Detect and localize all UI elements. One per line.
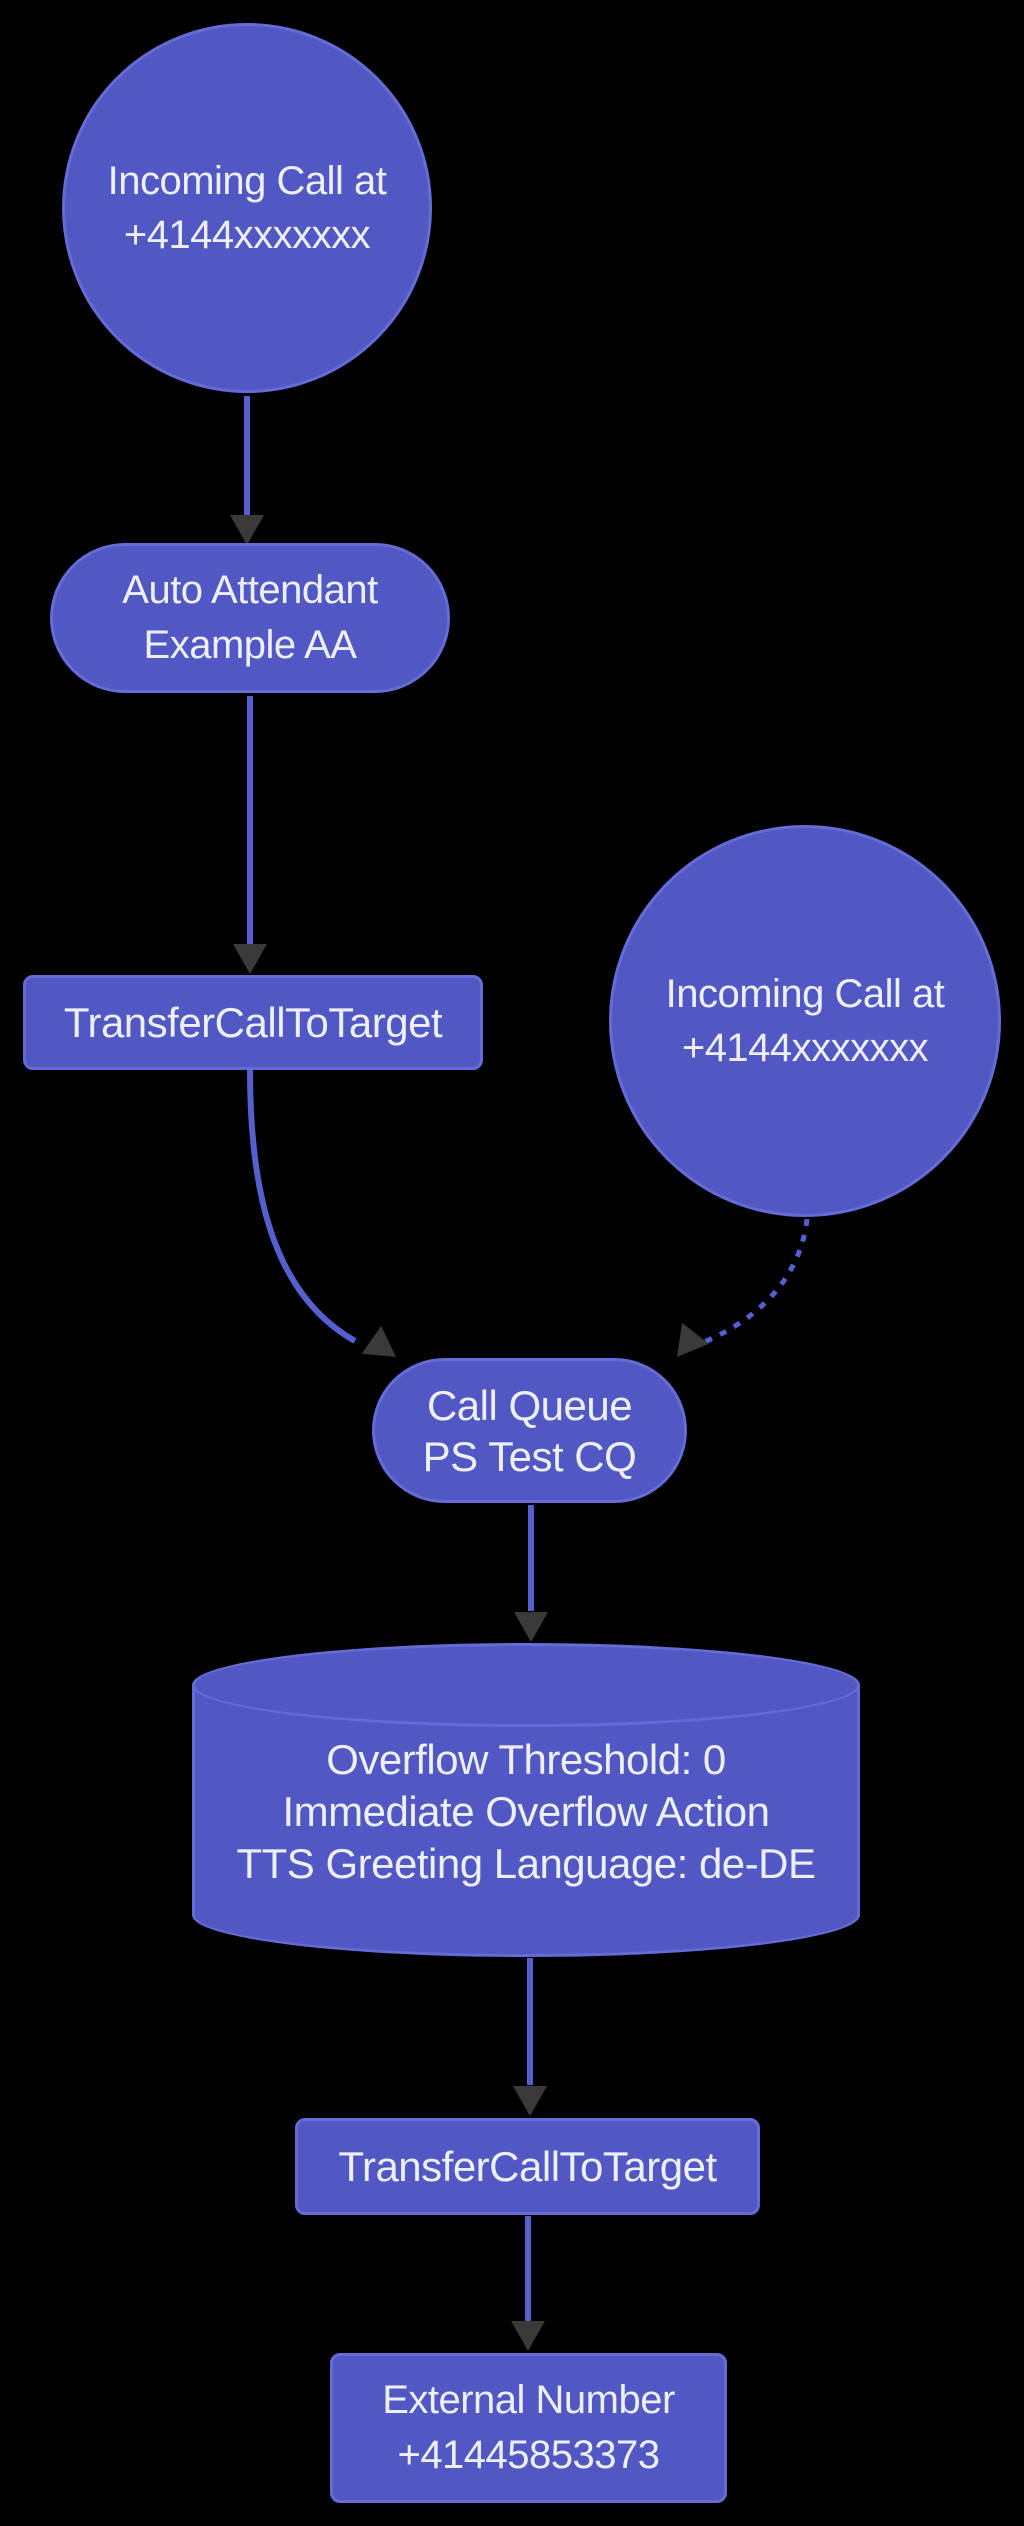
node-call-queue: Call Queue PS Test CQ [372, 1358, 687, 1503]
edge-call-queue-to-overflow-db [514, 1505, 548, 1642]
arrowhead-icon [514, 1612, 548, 1642]
node-label-line: Call Queue [426, 1381, 633, 1429]
node-label-line: Incoming Call at [665, 972, 945, 1016]
node-label-line: +4144xxxxxxx [681, 1026, 929, 1070]
cylinder-top [192, 1643, 860, 1727]
node-label-line: External Number [382, 2378, 675, 2422]
cylinder-label: Overflow Threshold: 0 Immediate Overflow… [192, 1734, 860, 1890]
arrowhead-icon [230, 515, 264, 545]
edge-transfer2-to-external-number [511, 2216, 545, 2351]
arrowhead-icon [361, 1325, 396, 1357]
edge-overflow-db-to-transfer2 [513, 1958, 547, 2116]
node-transfer-call-to-target-1: TransferCallToTarget [23, 975, 483, 1070]
edge-incoming2-to-call-queue-dotted [677, 1218, 810, 1357]
node-auto-attendant: Auto Attendant Example AA [50, 543, 450, 693]
arrowhead-icon [513, 2086, 547, 2116]
node-label-line: TTS Greeting Language: de-DE [236, 1840, 816, 1887]
node-label-line: Auto Attendant [122, 568, 378, 612]
node-transfer-call-to-target-2: TransferCallToTarget [295, 2118, 760, 2215]
node-label-line: PS Test CQ [422, 1432, 637, 1480]
node-incoming-call-2: Incoming Call at +4144xxxxxxx [609, 825, 1001, 1217]
edge-incoming1-to-auto-attendant [230, 396, 264, 545]
node-label-line: Example AA [143, 623, 357, 667]
node-label-line: TransferCallToTarget [338, 2143, 717, 2190]
node-label-line: Immediate Overflow Action [282, 1788, 770, 1835]
node-external-number: External Number +41445853373 [330, 2353, 727, 2503]
node-overflow-settings-db: Overflow Threshold: 0 Immediate Overflow… [192, 1643, 860, 1957]
edge-transfer1-to-call-queue [247, 1069, 396, 1357]
node-label-line: +4144xxxxxxx [123, 213, 371, 257]
edge-auto-attendant-to-transfer1 [233, 696, 267, 974]
node-label-line: Incoming Call at [107, 159, 387, 203]
node-incoming-call-1: Incoming Call at +4144xxxxxxx [62, 23, 432, 393]
arrowhead-icon [677, 1322, 709, 1357]
arrowhead-icon [511, 2321, 545, 2351]
arrowhead-icon [233, 944, 267, 974]
node-label-line: +41445853373 [397, 2433, 660, 2477]
node-label-line: TransferCallToTarget [63, 999, 443, 1046]
node-label-line: Overflow Threshold: 0 [326, 1736, 726, 1783]
